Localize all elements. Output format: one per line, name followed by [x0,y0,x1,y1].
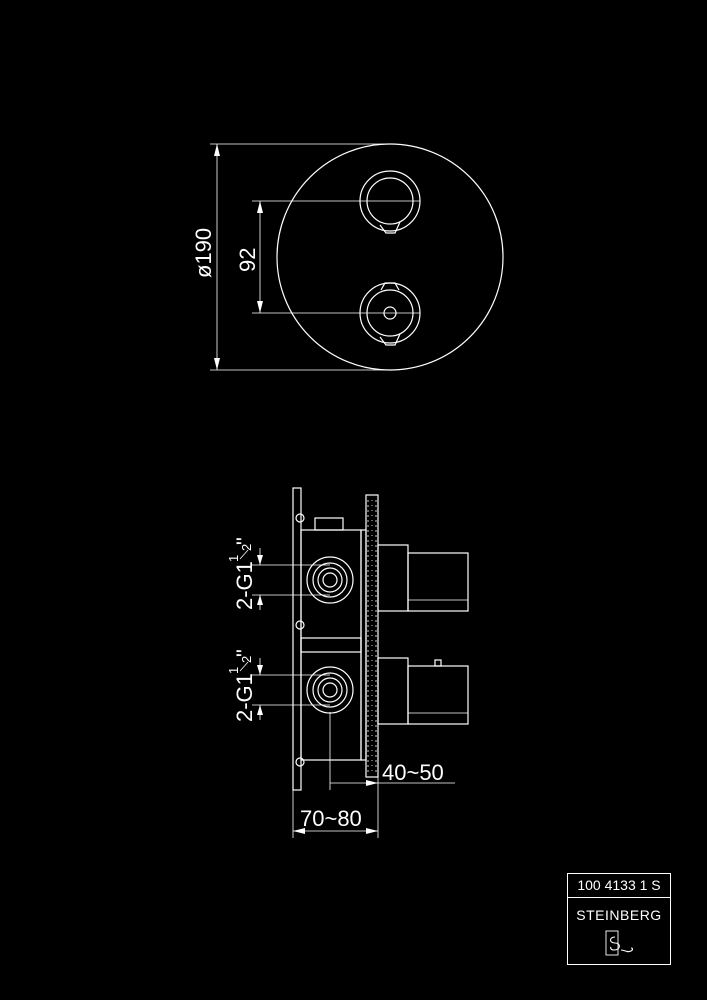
diameter-label: ø190 [191,228,216,278]
plate-range-dimension: 40~50 [329,712,455,790]
lower-handle [359,282,421,346]
upper-fraction-den: 2 [239,544,254,551]
brand-name: STEINBERG [576,907,662,923]
lower-fraction-den: 2 [239,656,254,663]
upper-connection-label: 2-G1 [232,561,257,610]
upper-handle-side [377,544,469,612]
lower-connection-thread: 2-G1 [232,673,257,722]
lower-inch-mark: " [232,649,257,657]
upper-fraction-num: 1 [226,555,241,562]
rear-mounting-plate [292,487,302,791]
depth-range-label: 70~80 [300,806,362,831]
side-view: 2-G1 1 2 " 2-G1 1 2 " [226,487,469,838]
lower-fraction-num: 1 [226,667,241,674]
front-view: ø190 92 [191,143,504,371]
spacing-label: 92 [235,248,260,272]
upper-connection: 2-G1 1 2 " [226,537,354,610]
title-block: 100 4133 1 S STEINBERG [567,873,671,965]
spacing-dimension: 92 [235,200,420,314]
upper-connection-thread: 2-G1 [232,561,257,610]
plate-range-label: 40~50 [382,760,444,785]
lower-connection-label: 2-G1 [232,673,257,722]
upper-handle [359,170,421,234]
front-cover-plate [365,494,379,778]
article-number: 100 4133 1 S [568,874,670,898]
valve-body [300,529,362,761]
steinberg-s-logo-icon [605,930,634,956]
lower-handle-side [377,657,469,725]
depth-range-dimension: 70~80 [292,790,379,838]
upper-inch-mark: " [232,537,257,545]
lower-connection: 2-G1 1 2 " [226,649,354,722]
diameter-dimension: ø190 [191,143,390,371]
